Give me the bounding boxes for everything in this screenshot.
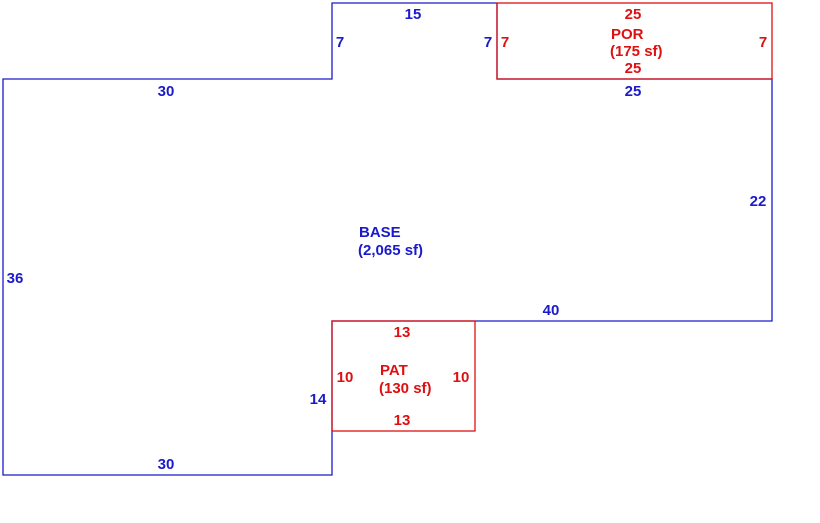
base-area-label: (2,065 sf): [358, 242, 423, 259]
dim-base-top-right: 25: [625, 83, 642, 100]
dim-base-mid: 40: [543, 302, 560, 319]
pat-name-label: PAT: [380, 362, 408, 379]
dim-por-left: 7: [501, 34, 509, 51]
base-name-label: BASE: [359, 224, 401, 241]
pat-outline: [331, 320, 476, 432]
dim-base-notch: 14: [310, 391, 327, 408]
dim-por-top: 25: [625, 6, 642, 23]
dim-base-bump-left: 7: [336, 34, 344, 51]
dim-base-bump-right: 7: [484, 34, 492, 51]
dim-base-top-left: 30: [158, 83, 175, 100]
por-outline: [496, 2, 773, 80]
dim-pat-bottom: 13: [394, 412, 411, 429]
dim-base-left: 36: [7, 270, 24, 287]
dim-por-right: 7: [759, 34, 767, 51]
dim-base-top-bump: 15: [405, 6, 422, 23]
dim-base-bottom: 30: [158, 456, 175, 473]
dim-por-bottom: 25: [625, 60, 642, 77]
dim-pat-left: 10: [337, 369, 354, 386]
por-area-label: (175 sf): [610, 43, 663, 60]
por-name-label: POR: [611, 26, 644, 43]
dim-base-right: 22: [750, 193, 767, 210]
dim-pat-right: 10: [453, 369, 470, 386]
pat-area-label: (130 sf): [379, 380, 432, 397]
dim-pat-top: 13: [394, 324, 411, 341]
